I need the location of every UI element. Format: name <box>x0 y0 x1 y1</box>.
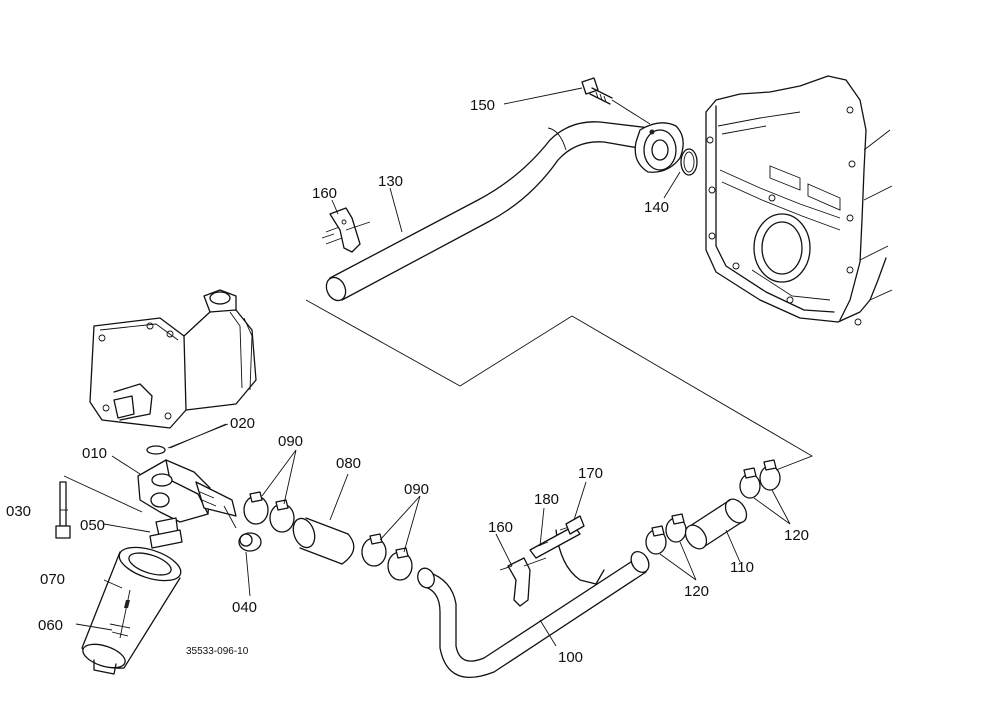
o-ring-140 <box>680 148 698 176</box>
pipe-flange <box>634 122 684 173</box>
label-060: 060 <box>38 617 63 634</box>
filter-cartridge-070 <box>81 546 182 675</box>
label-090-left: 090 <box>278 433 303 450</box>
assembly-outline <box>305 299 814 471</box>
bracket-170-180 <box>529 515 585 559</box>
bolt-150 <box>581 77 651 125</box>
hose-clamps-090-left <box>243 491 295 533</box>
hose-clamps-120-upper <box>739 459 781 499</box>
label-140: 140 <box>644 199 669 216</box>
transmission-case <box>705 75 893 326</box>
hose-080 <box>292 517 355 565</box>
pipe-100 <box>417 525 650 679</box>
pipe-130 <box>325 121 651 302</box>
hydraulic-pump <box>89 289 257 429</box>
label-120-lower: 120 <box>684 583 709 600</box>
label-090-right: 090 <box>404 481 429 498</box>
label-020: 020 <box>230 415 255 432</box>
label-040: 040 <box>232 599 257 616</box>
filter-head-010 <box>137 459 237 523</box>
hose-110 <box>684 498 748 550</box>
label-150: 150 <box>470 97 495 114</box>
part-labels: 150 130 160 140 020 010 090 080 090 030 … <box>6 97 809 666</box>
hose-clamps-120-lower <box>645 513 687 555</box>
leader-lines <box>60 87 791 647</box>
label-170: 170 <box>578 465 603 482</box>
label-100: 100 <box>558 649 583 666</box>
clamp-160-top <box>321 207 371 253</box>
o-ring-020 <box>146 423 227 455</box>
connector-040 <box>223 505 262 552</box>
label-130: 130 <box>378 173 403 190</box>
label-080: 080 <box>336 455 361 472</box>
clamp-160-bottom <box>499 557 547 607</box>
drawing-code: 35533-096-10 <box>186 646 249 657</box>
label-110: 110 <box>730 559 754 576</box>
label-030: 030 <box>6 503 31 520</box>
label-010: 010 <box>82 445 107 462</box>
label-160-bottom: 160 <box>488 519 513 536</box>
label-120-upper: 120 <box>784 527 809 544</box>
bolt-030 <box>55 475 143 539</box>
hose-clamps-090-right <box>361 533 413 581</box>
label-070: 070 <box>40 571 65 588</box>
label-180: 180 <box>534 491 559 508</box>
label-050: 050 <box>80 517 105 534</box>
label-160-top: 160 <box>312 185 337 202</box>
fitting-050 <box>149 517 183 549</box>
